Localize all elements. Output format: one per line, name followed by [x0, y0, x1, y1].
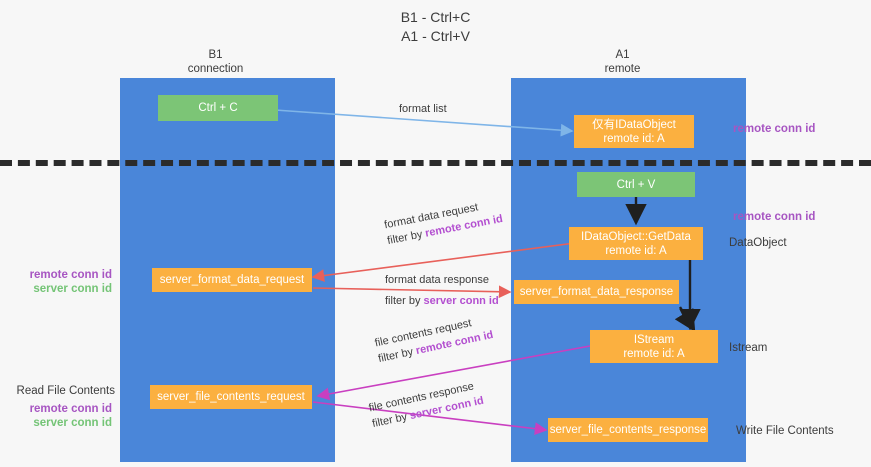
node-server-file-contents-response[interactable]: server_file_contents_response — [548, 418, 708, 442]
node-getdata[interactable]: IDataObject::GetData remote id: A — [569, 227, 703, 260]
annotation-istream: Istream — [729, 342, 768, 354]
edge-label-format-data-request: format data request filter by remote con… — [383, 195, 504, 249]
node-server-file-contents-request-label: server_file_contents_request — [157, 391, 305, 403]
node-istream-label: IStream — [633, 333, 675, 346]
node-server-format-data-request[interactable]: server_format_data_request — [152, 268, 312, 292]
node-ctrl-v[interactable]: Ctrl + V — [577, 172, 695, 197]
annotation-write-file-contents: Write File Contents — [736, 425, 834, 437]
annotation-dataobject: DataObject — [729, 237, 787, 249]
column-header-b1-line-1: B1 — [208, 49, 223, 61]
column-header-a1: A1 remote — [555, 48, 690, 76]
column-header-a1-line-1: A1 — [615, 49, 630, 61]
section-divider — [0, 160, 871, 166]
node-idataobject-label: 仅有IDataObject — [592, 118, 676, 131]
annotation-remote-conn-id-mid: remote conn id — [733, 211, 816, 223]
annotation-read-file-contents: Read File Contents — [16, 385, 115, 397]
edge-label-format-data-response-line-1: format data response — [385, 274, 489, 286]
diagram-title-line-1: B1 - Ctrl+C — [400, 9, 471, 25]
node-ctrl-v-label: Ctrl + V — [616, 178, 656, 191]
node-server-format-data-request-label: server_format_data_request — [159, 274, 305, 286]
edge-label-format-list: format list — [399, 101, 447, 117]
edge-label-format-data-response-line-2: filter by server conn id — [385, 293, 499, 309]
edge-label-file-contents-request: file contents request filter by remote c… — [373, 311, 495, 367]
node-idataobject-sublabel: remote id: A — [603, 132, 665, 145]
node-getdata-label: IDataObject::GetData — [581, 230, 691, 243]
column-header-b1-line-2: connection — [187, 63, 244, 75]
annotation-left-remote-conn-id-2: remote conn id — [29, 403, 112, 415]
node-idataobject[interactable]: 仅有IDataObject remote id: A — [574, 115, 694, 148]
node-getdata-sublabel: remote id: A — [605, 244, 667, 257]
node-ctrl-c[interactable]: Ctrl + C — [158, 95, 278, 121]
annotation-left-remote-conn-id: remote conn id — [29, 269, 112, 281]
edge-label-format-data-response-prefix: filter by — [385, 295, 424, 307]
edge-label-format-data-response: format data response filter by server co… — [385, 272, 499, 309]
node-istream-sublabel: remote id: A — [623, 347, 685, 360]
edge-label-format-list-line-1: format list — [399, 103, 447, 115]
diagram-title-line-2: A1 - Ctrl+V — [401, 28, 470, 44]
diagram-title: B1 - Ctrl+C A1 - Ctrl+V — [0, 8, 871, 46]
annotation-left-server-conn-id-2: server conn id — [33, 417, 112, 429]
annotation-left-server-conn-id: server conn id — [33, 283, 112, 295]
node-istream[interactable]: IStream remote id: A — [590, 330, 718, 363]
node-server-format-data-response-label: server_format_data_response — [519, 286, 674, 298]
column-header-a1-line-2: remote — [604, 63, 641, 75]
column-header-b1: B1 connection — [148, 48, 283, 76]
edge-label-format-data-response-keyword: server conn id — [423, 295, 499, 307]
annotation-remote-conn-id-top: remote conn id — [733, 123, 816, 135]
node-server-format-data-response[interactable]: server_format_data_response — [514, 280, 679, 304]
edge-label-file-contents-response: file contents response filter by server … — [367, 377, 485, 432]
node-server-file-contents-response-label: server_file_contents_response — [549, 424, 707, 436]
node-ctrl-c-label: Ctrl + C — [198, 102, 238, 114]
node-server-file-contents-request[interactable]: server_file_contents_request — [150, 385, 312, 409]
